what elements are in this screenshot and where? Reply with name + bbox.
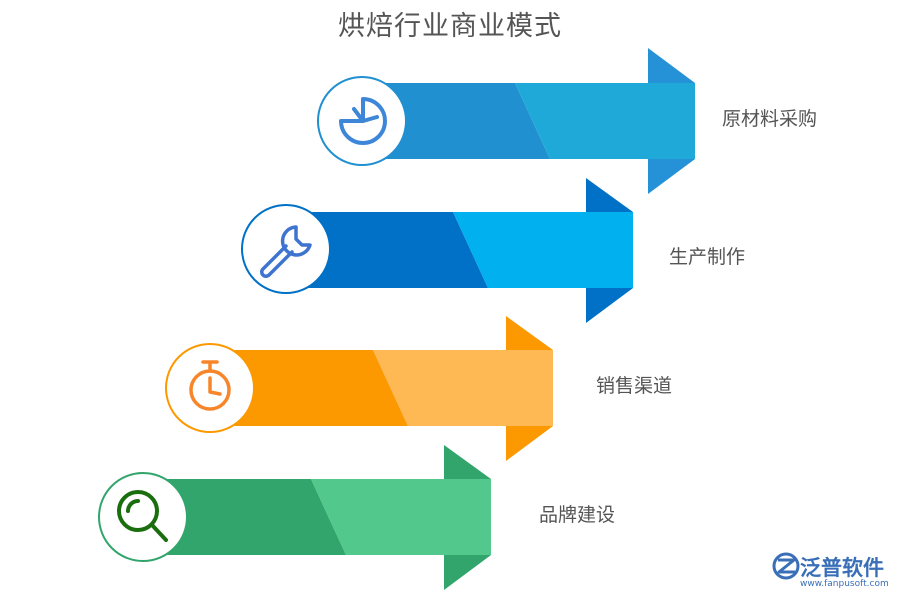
page-title: 烘焙行业商业模式 bbox=[338, 11, 562, 42]
brand-url: www.fanpusoft.com bbox=[800, 579, 889, 589]
stopwatch-icon bbox=[189, 360, 231, 411]
step-2-arrow-light bbox=[453, 212, 633, 288]
step-2-arrow-dark bbox=[285, 212, 488, 288]
step-4-arrow-light bbox=[311, 479, 491, 555]
wrench-icon bbox=[260, 225, 312, 278]
step-4-arrow bbox=[98, 445, 491, 590]
step-4-arrow-dark bbox=[142, 479, 346, 555]
brand-watermark: 泛普软件 www.fanpusoft.com bbox=[770, 552, 895, 592]
pie-chart-icon bbox=[339, 97, 387, 145]
search-icon bbox=[117, 490, 168, 542]
step-3-arrow bbox=[165, 316, 553, 461]
step-1-arrow-dark bbox=[360, 83, 550, 159]
brand-name: 泛普软件 bbox=[800, 556, 884, 580]
step-3-arrow-dark bbox=[210, 350, 408, 426]
step-4-icon-circle bbox=[98, 472, 188, 562]
step-2-arrow bbox=[241, 178, 633, 323]
step-1-label: 原材料采购 bbox=[722, 108, 818, 130]
step-4-label: 品牌建设 bbox=[539, 504, 616, 526]
step-2-label: 生产制作 bbox=[669, 246, 746, 268]
fanpu-logo-icon bbox=[772, 552, 800, 580]
step-1-arrow bbox=[317, 48, 695, 194]
step-3-label: 销售渠道 bbox=[596, 375, 673, 397]
step-1-arrow-light bbox=[515, 83, 695, 159]
step-3-arrow-light bbox=[373, 350, 553, 426]
